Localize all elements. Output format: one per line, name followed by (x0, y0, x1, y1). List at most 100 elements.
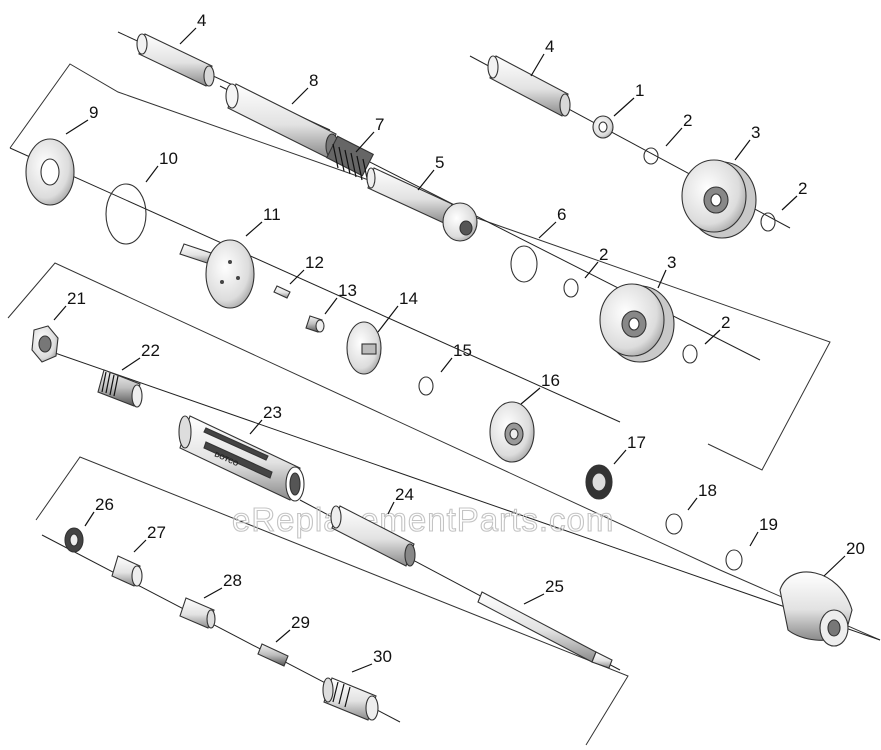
leader-line-18 (687, 497, 698, 511)
callout-label-24: 24 (395, 485, 414, 504)
part-4-tube-left (136, 33, 215, 87)
part-4-tube-right (487, 55, 571, 117)
leader-line-1 (613, 97, 635, 117)
callout-label-4: 4 (545, 37, 554, 56)
leader-line-8 (291, 87, 309, 105)
leader-line-5 (417, 169, 435, 191)
part-26-bearing (64, 527, 84, 553)
leader-line-17 (613, 449, 627, 465)
part-19-oring (725, 549, 743, 571)
part-30-nose (322, 677, 379, 721)
callout-label-3: 3 (667, 253, 676, 272)
part-2-oring-d (682, 344, 698, 364)
leader-line-19 (749, 531, 759, 547)
leader-line-13 (324, 297, 338, 315)
axis-21-20 (31, 344, 881, 641)
part-9-flat-washer (25, 138, 75, 206)
leader-line-2 (704, 329, 721, 345)
leader-line-24 (387, 501, 395, 515)
frame-upper (9, 63, 831, 471)
part-20-cap (779, 571, 853, 647)
callout-label-4: 4 (197, 11, 206, 30)
callout-label-20: 20 (846, 539, 865, 558)
callout-label-16: 16 (541, 371, 560, 390)
callout-label-27: 27 (147, 523, 166, 542)
callout-label-2: 2 (721, 313, 730, 332)
part-24-tube (330, 505, 416, 567)
leader-line-11 (245, 221, 263, 237)
leader-line-3 (657, 269, 667, 289)
part-28-collet-sleeve (179, 597, 216, 629)
callout-label-15: 15 (453, 341, 472, 360)
part-1-washer (592, 115, 614, 139)
part-27-sleeve (111, 555, 143, 587)
callout-label-10: 10 (159, 149, 178, 168)
callout-label-6: 6 (557, 205, 566, 224)
part-7-spring (325, 135, 375, 184)
callout-label-23: 23 (263, 403, 282, 422)
callout-label-2: 2 (798, 179, 807, 198)
watermark-text: eReplacementParts.com (232, 501, 614, 538)
part-2-oring-c (563, 278, 579, 298)
callout-label-29: 29 (291, 613, 310, 632)
part-3-end-plate-lower (599, 283, 675, 363)
callout-label-26: 26 (95, 495, 114, 514)
leader-line-23 (249, 419, 263, 435)
leader-line-30 (351, 663, 373, 673)
leader-line-14 (377, 305, 399, 333)
part-18-oring (665, 513, 683, 535)
part-3-end-plate-upper (681, 159, 757, 239)
leader-line-2 (665, 127, 683, 147)
callout-label-5: 5 (435, 153, 444, 172)
callout-label-1: 1 (635, 81, 644, 100)
callout-label-3: 3 (751, 123, 760, 142)
part-2-oring-b (760, 212, 776, 232)
callout-label-9: 9 (89, 103, 98, 122)
leader-line-10 (145, 165, 159, 183)
part-14-disc (346, 321, 382, 375)
part-22-fitting (97, 369, 143, 408)
callout-label-21: 21 (67, 289, 86, 308)
leader-line-20 (823, 555, 846, 577)
leader-line-9 (65, 119, 89, 135)
part-6-oring (510, 245, 538, 283)
part-12-pin (273, 285, 291, 299)
part-25-spindle (477, 591, 613, 669)
leader-line-21 (53, 305, 67, 321)
callout-label-25: 25 (545, 577, 564, 596)
part-13-sleeve (305, 315, 325, 333)
assembly-axes (9, 31, 881, 723)
leader-line-28 (203, 587, 223, 599)
leader-line-29 (275, 629, 291, 643)
leader-line-27 (133, 539, 147, 553)
callout-label-7: 7 (375, 115, 384, 134)
part-23-handle: DOTCO (178, 415, 305, 502)
callout-label-13: 13 (338, 281, 357, 300)
leader-line-7 (355, 131, 375, 153)
callout-label-28: 28 (223, 571, 242, 590)
callout-label-18: 18 (698, 481, 717, 500)
leader-line-4 (179, 27, 197, 45)
leader-line-2 (781, 195, 798, 211)
leader-line-22 (121, 357, 141, 371)
leader-line-26 (84, 511, 95, 527)
leader-line-25 (523, 593, 545, 605)
leader-line-15 (440, 357, 453, 373)
part-29-collet (257, 643, 289, 667)
callout-label-11: 11 (263, 205, 281, 224)
leader-line-4 (530, 53, 545, 77)
callout-label-17: 17 (627, 433, 646, 452)
part-10-oring (105, 183, 147, 245)
part-17-bearing (585, 464, 613, 500)
frame-lower (35, 456, 629, 746)
leader-line-6 (538, 221, 557, 239)
part-21-nut (31, 325, 59, 363)
callout-label-30: 30 (373, 647, 392, 666)
callout-label-19: 19 (759, 515, 778, 534)
callout-label-2: 2 (683, 111, 692, 130)
callout-label-8: 8 (309, 71, 318, 90)
part-15-oring (418, 376, 434, 396)
